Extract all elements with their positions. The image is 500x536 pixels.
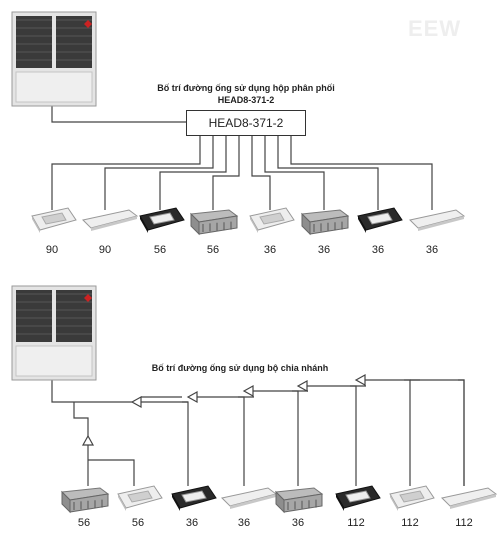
distribution-box: HEAD8-371-2 — [186, 110, 306, 136]
bottom-main-pipe — [51, 380, 74, 403]
watermark: EEW — [408, 16, 462, 41]
top-unit-capacity: 56 — [153, 244, 167, 256]
bottom-unit-capacity: 112 — [455, 517, 473, 529]
bottom-unit-capacity: 56 — [131, 517, 145, 529]
branch-pipe-left — [73, 402, 89, 436]
bottom-unit-capacity: 56 — [77, 517, 91, 529]
indoor-unit-cassette-dark — [357, 207, 403, 233]
top-branch-pipe — [212, 136, 240, 210]
top-main-pipe — [51, 106, 186, 123]
top-title-line2: HEAD8-371-2 — [217, 95, 275, 105]
bottom-unit-capacity: 36 — [237, 517, 251, 529]
indoor-unit-ceiling — [408, 209, 466, 231]
top-unit-capacity: 90 — [45, 244, 59, 256]
units-layer — [11, 11, 498, 514]
branch-pipe-drop — [404, 379, 411, 486]
indoor-unit-cassette — [389, 485, 435, 511]
bottom-unit-capacity: 112 — [401, 517, 419, 529]
branch-arrow-up — [81, 434, 95, 446]
top-branch-pipe — [51, 136, 201, 210]
indoor-unit-duct — [274, 487, 324, 514]
top-outdoor-unit — [11, 11, 97, 107]
indoor-unit-cassette-dark — [335, 485, 381, 511]
bottom-unit-capacity: 36 — [185, 517, 199, 529]
branch-arrow — [296, 379, 308, 393]
indoor-unit-ceiling — [440, 487, 498, 509]
top-title: Bố trí đường ống sử dụng hộp phân phối H… — [146, 82, 346, 106]
indoor-unit-cassette — [249, 207, 295, 233]
indoor-unit-cassette — [117, 485, 163, 511]
branch-arrow — [186, 390, 198, 404]
top-unit-capacity: 36 — [425, 244, 439, 256]
branch-pipe-drop — [238, 396, 245, 486]
top-branch-pipe — [264, 136, 325, 210]
top-branch-pipe — [290, 136, 433, 210]
branch-arrow — [354, 373, 366, 387]
top-unit-capacity: 36 — [263, 244, 277, 256]
top-branch-pipe — [159, 136, 227, 210]
top-branch-pipe — [277, 136, 379, 210]
indoor-unit-duct — [300, 209, 350, 236]
indoor-unit-duct — [189, 209, 239, 236]
top-unit-capacity: 36 — [371, 244, 385, 256]
top-title-line1: Bố trí đường ống sử dụng hộp phân phối — [157, 83, 335, 93]
indoor-unit-ceiling — [81, 209, 139, 231]
bottom-unit-capacity: 112 — [347, 517, 365, 529]
branch-pipe-drop — [458, 379, 465, 486]
branch-arrow — [130, 395, 142, 409]
bottom-unit-capacity: 36 — [291, 517, 305, 529]
branch-arrow — [242, 384, 254, 398]
top-piping-lines — [51, 106, 433, 210]
indoor-unit-cassette — [31, 207, 77, 233]
bottom-title: Bố trí đường ống sử dụng bộ chia nhánh — [151, 363, 329, 373]
branch-pipe-drop — [182, 401, 189, 486]
branch-pipe-left — [88, 459, 135, 486]
top-unit-capacity: 36 — [317, 244, 331, 256]
top-unit-capacity: 90 — [98, 244, 112, 256]
bottom-piping-lines — [51, 373, 465, 486]
top-branch-pipe — [104, 136, 214, 210]
indoor-unit-duct — [60, 487, 110, 514]
branch-pipe-drop — [292, 390, 299, 486]
indoor-unit-cassette-dark — [171, 485, 217, 511]
bottom-header-end — [410, 379, 465, 486]
top-unit-capacity: 56 — [206, 244, 220, 256]
bottom-outdoor-unit — [11, 285, 97, 381]
indoor-unit-ceiling — [220, 487, 278, 509]
top-branch-pipe — [251, 136, 271, 210]
branch-pipe-drop — [350, 385, 357, 486]
indoor-unit-cassette-dark — [139, 207, 185, 233]
